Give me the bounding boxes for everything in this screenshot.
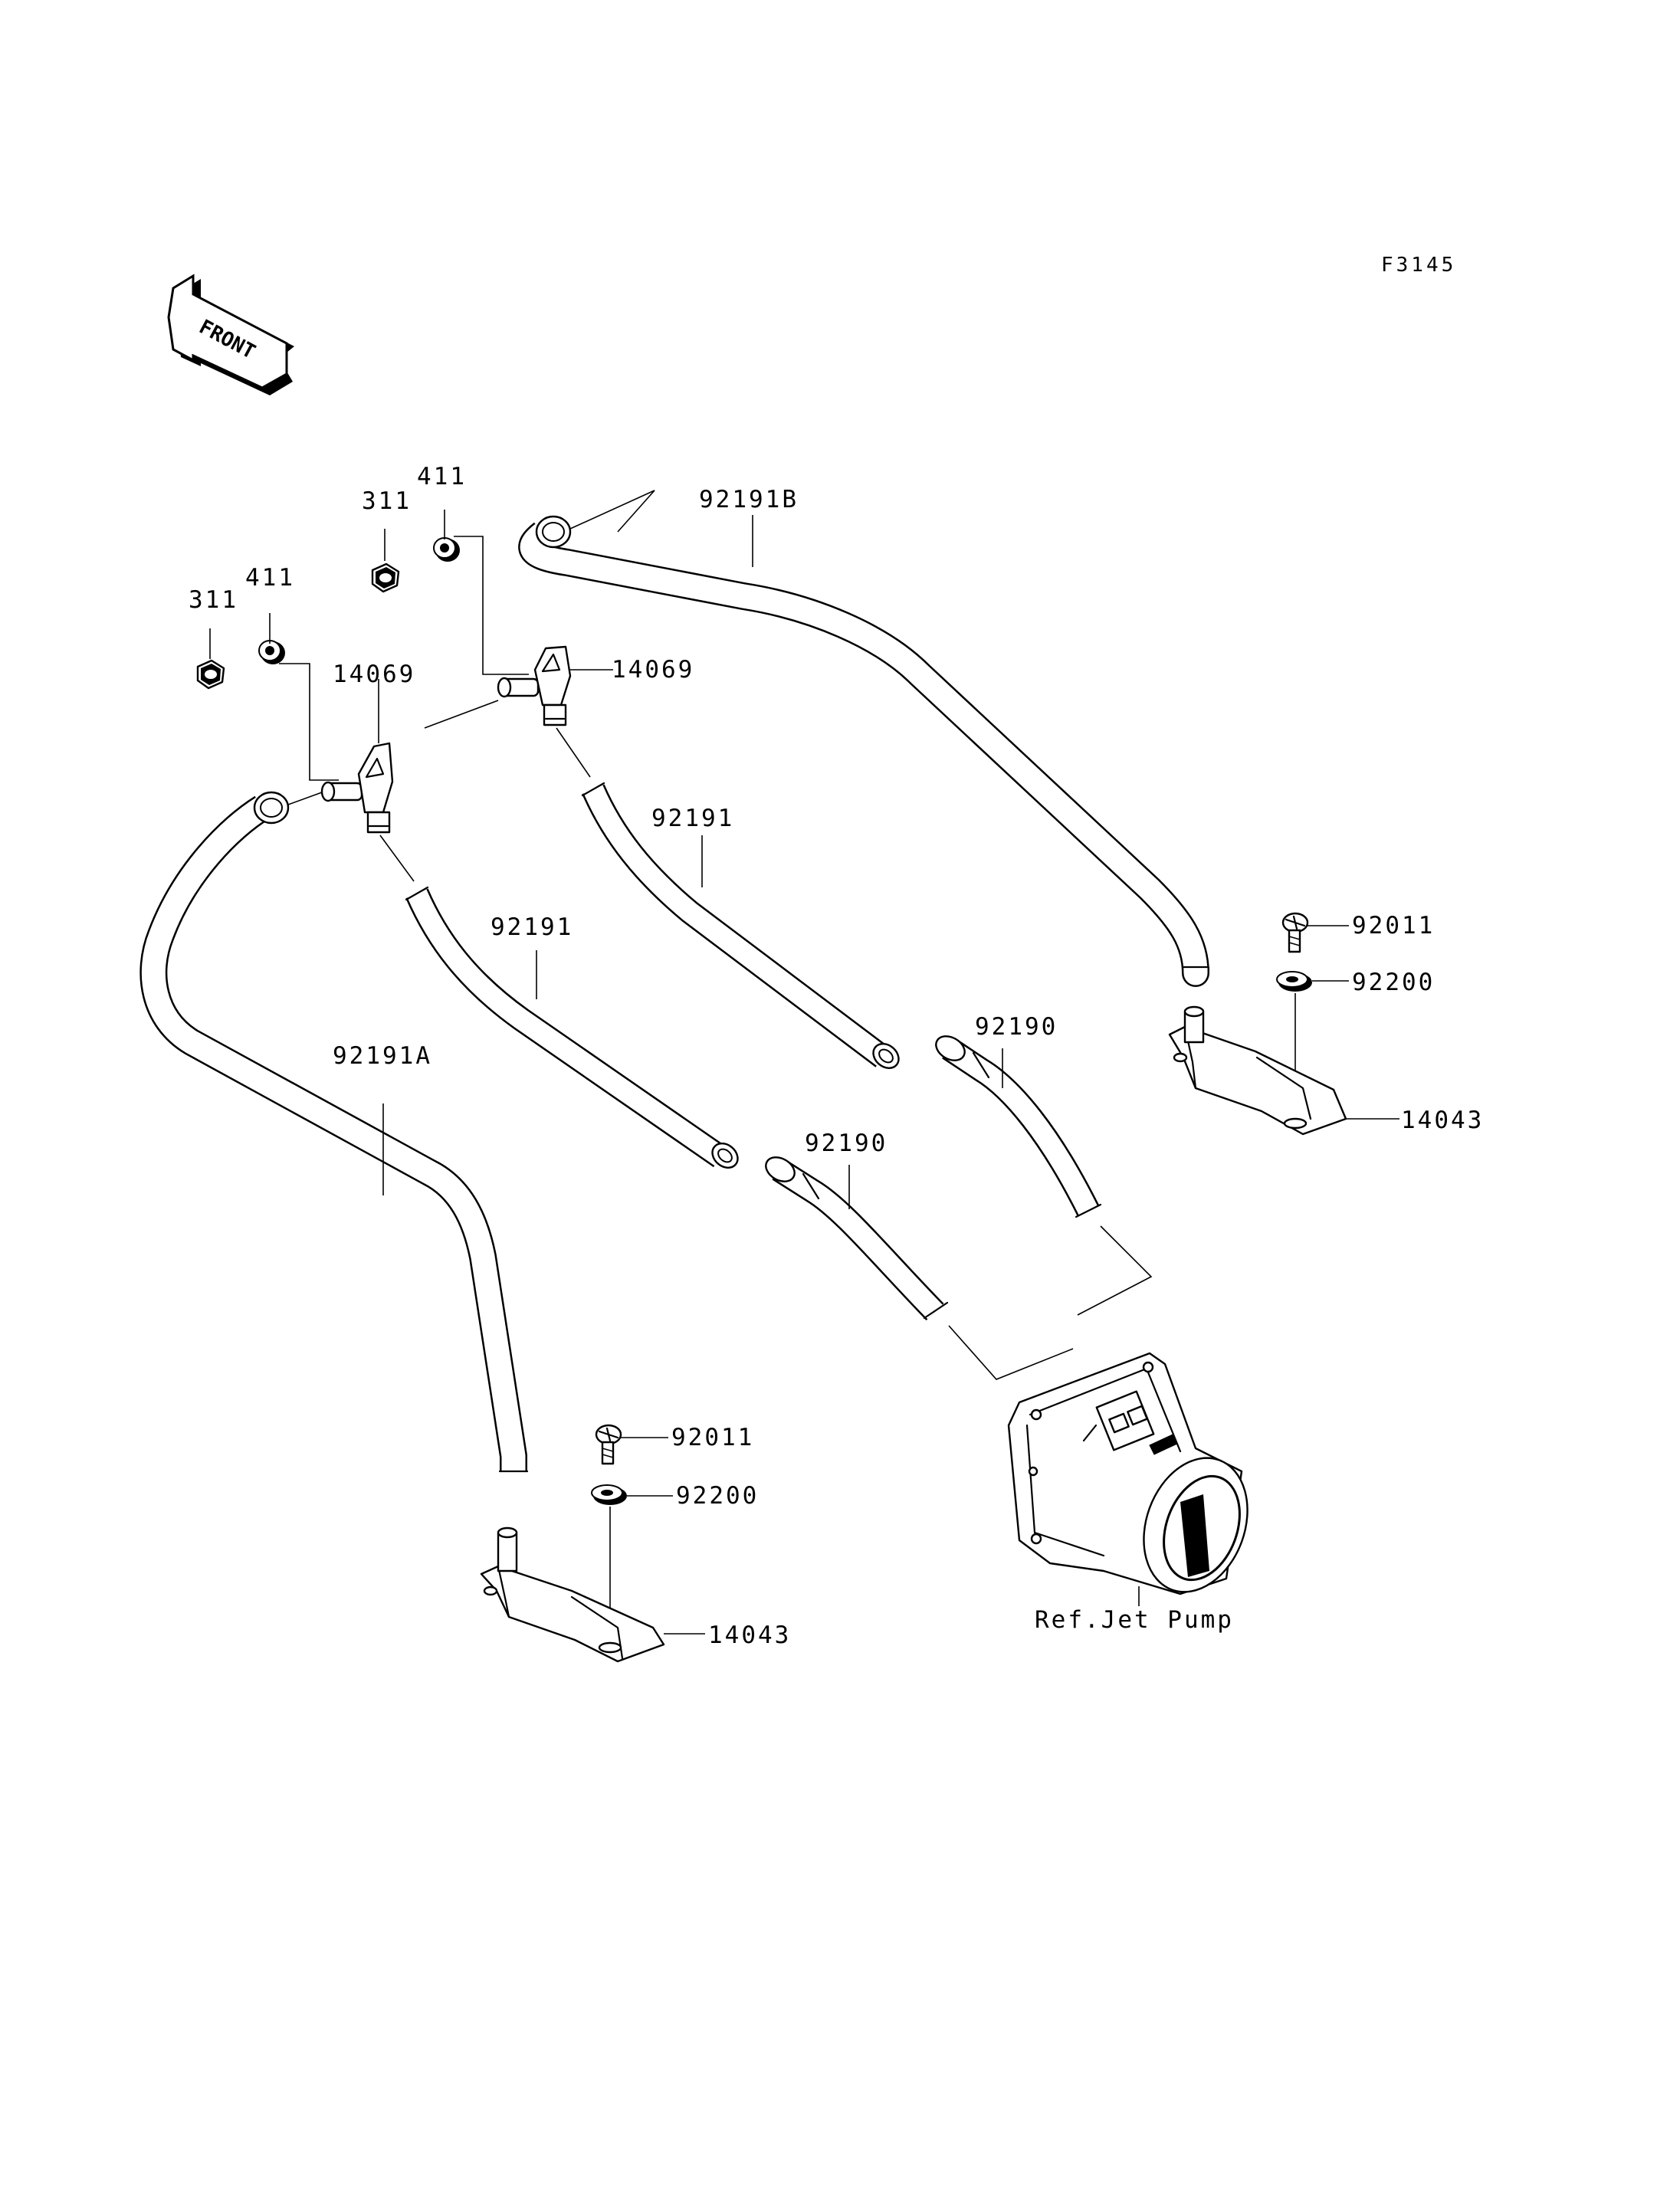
label-92190-right: 92190: [975, 1013, 1058, 1041]
label-14043-right: 14043: [1401, 1107, 1484, 1134]
label-92200-right: 92200: [1352, 969, 1435, 996]
hose-92191A: [139, 791, 529, 1473]
washer-92200-right: [1276, 971, 1312, 992]
bracket-14043-right: [1168, 1005, 1347, 1136]
bolt-92011-right: [1281, 912, 1309, 953]
label-92200-left: 92200: [676, 1482, 759, 1510]
label-92011-right: 92011: [1352, 912, 1435, 939]
hose-92190-left: [765, 1156, 949, 1321]
label-92190-left: 92190: [805, 1130, 888, 1157]
label-92191-right: 92191: [651, 805, 734, 832]
washer-411-right: [433, 537, 460, 562]
bracket-14043-left: [480, 1526, 665, 1663]
figure-code: F3145: [1381, 254, 1456, 277]
label-92191B: 92191B: [699, 486, 799, 513]
nut-311-right: [371, 562, 400, 593]
front-arrow-icon: FRONT: [167, 274, 294, 395]
label-14069-right: 14069: [612, 656, 694, 684]
hose-92191-left: [405, 886, 739, 1169]
label-14069-left: 14069: [333, 661, 415, 688]
washer-411-left: [258, 640, 285, 664]
fitting-14069-right: [497, 645, 572, 726]
label-411-right: 411: [417, 463, 467, 490]
fitting-14069-left: [320, 742, 394, 834]
washer-92200-left: [591, 1484, 627, 1505]
label-92011-left: 92011: [671, 1424, 754, 1451]
label-311-right: 311: [362, 487, 412, 515]
label-92191A: 92191A: [333, 1042, 432, 1070]
hose-92191-right: [581, 782, 900, 1069]
label-311-left: 311: [189, 586, 238, 614]
label-92191-left: 92191: [491, 913, 573, 941]
label-ref-jet-pump: Ref.Jet Pump: [1035, 1606, 1234, 1634]
hose-92190-right: [935, 1035, 1102, 1218]
nut-311-left: [196, 659, 225, 690]
hose-92191B: [518, 515, 1209, 987]
bolt-92011-left: [595, 1424, 622, 1465]
label-411-left: 411: [245, 564, 295, 592]
jet-pump: [1007, 1352, 1249, 1595]
label-14043-left: 14043: [708, 1622, 791, 1649]
